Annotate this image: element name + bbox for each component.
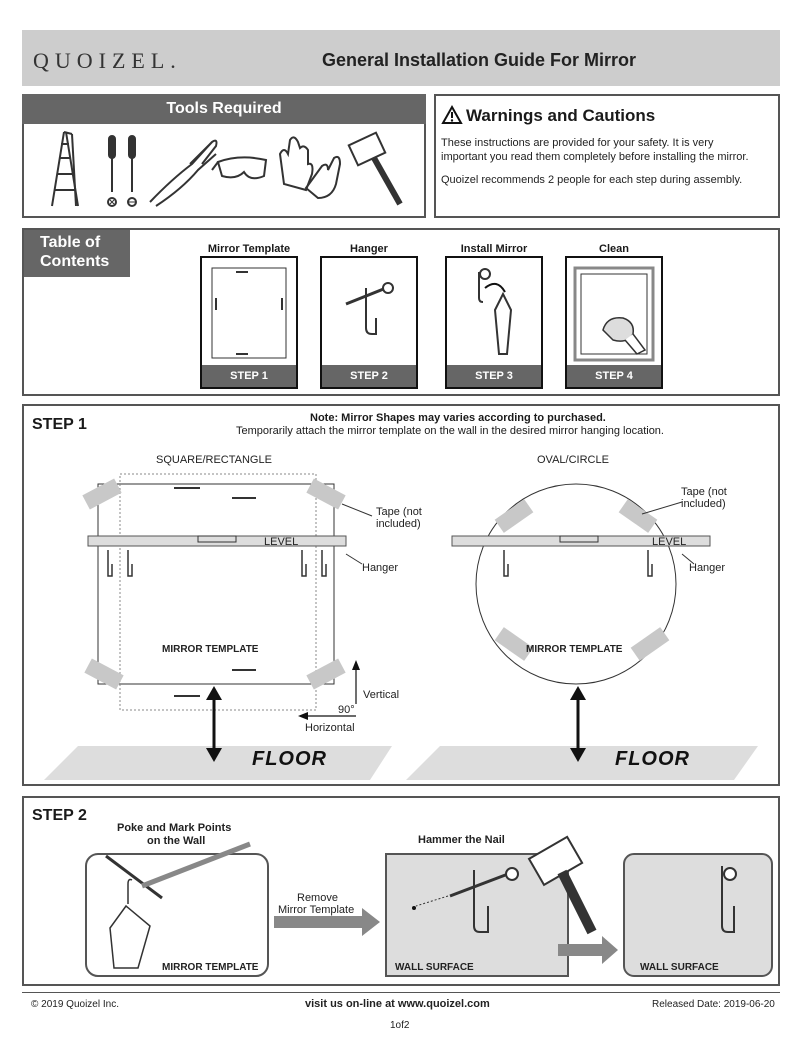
panel1-label: MIRROR TEMPLATE bbox=[162, 962, 259, 973]
toc-title: Table of Contents bbox=[24, 230, 130, 277]
rect-hanger-label: Hanger bbox=[362, 562, 399, 574]
step1-panel bbox=[22, 404, 780, 786]
rect-tape-label-1: Tape (not bbox=[376, 506, 422, 518]
remove-label-2: Mirror Template bbox=[278, 904, 355, 916]
warnings-panel bbox=[434, 94, 780, 218]
floor-right bbox=[406, 746, 758, 780]
ladder-icon bbox=[51, 131, 79, 207]
floor-left bbox=[44, 746, 392, 780]
step1-illustration bbox=[44, 473, 758, 780]
copyright: © 2019 Quoizel Inc. bbox=[31, 999, 119, 1010]
tools-title: Tools Required bbox=[22, 94, 426, 124]
brand-logo: QUOIZEL. bbox=[33, 48, 182, 73]
warnings-text-2: important you read them completely befor… bbox=[441, 151, 749, 163]
gloves-icon bbox=[278, 136, 342, 200]
copyright-symbol: © bbox=[31, 999, 39, 1010]
toc-card-3[interactable]: STEP 3 bbox=[445, 256, 543, 389]
toc-card-step-3: STEP 3 bbox=[447, 365, 541, 387]
toc-card-4[interactable]: STEP 4 bbox=[565, 256, 663, 389]
remove-label-1: Remove bbox=[297, 892, 338, 904]
step2-illustration bbox=[85, 835, 773, 977]
toc-card-label-2: Hanger bbox=[350, 243, 388, 255]
toc-card-step-1: STEP 1 bbox=[202, 365, 296, 387]
toc-card-step-4: STEP 4 bbox=[567, 365, 661, 387]
hammer-icon bbox=[347, 131, 403, 206]
warnings-text-3: Quoizel recommends 2 people for each ste… bbox=[441, 174, 743, 186]
toc-card-label-1: Mirror Template bbox=[207, 243, 291, 255]
template-thumb bbox=[211, 267, 287, 359]
step2-heading: STEP 2 bbox=[32, 807, 87, 824]
vertical-label: Vertical bbox=[363, 689, 400, 701]
oval-level-label: LEVEL bbox=[652, 536, 687, 548]
step1-heading: STEP 1 bbox=[32, 416, 87, 433]
toc-card-step-2: STEP 2 bbox=[322, 365, 416, 387]
clean-thumb bbox=[573, 266, 655, 362]
page-title: General Installation Guide For Mirror bbox=[322, 50, 637, 70]
website-link[interactable]: visit us on-line at www.quoizel.com bbox=[305, 998, 490, 1010]
rect-template-label: MIRROR TEMPLATE bbox=[162, 644, 259, 655]
toc-title-line1: Table of bbox=[40, 234, 101, 251]
page-number: 1of2 bbox=[390, 1020, 410, 1031]
warning-triangle-icon bbox=[441, 104, 463, 124]
oval-template-label: MIRROR TEMPLATE bbox=[526, 644, 623, 655]
floor-right-label: FLOOR bbox=[615, 748, 690, 770]
poke-label-1: Poke and Mark Points bbox=[117, 822, 232, 834]
toc-title-line2: Contents bbox=[40, 253, 110, 270]
rect-tape-label-2: included) bbox=[376, 518, 421, 530]
copyright-text: 2019 Quoizel Inc. bbox=[41, 999, 119, 1010]
toc-card-label-4: Clean bbox=[599, 243, 629, 255]
step1-note-bold: Note: Mirror Shapes may varies according… bbox=[310, 412, 606, 424]
warnings-text-1: These instructions are provided for your… bbox=[441, 137, 714, 149]
hanger-thumb bbox=[345, 282, 394, 335]
toc-card-label-3: Install Mirror bbox=[460, 243, 528, 255]
release-date: Released Date: 2019-06-20 bbox=[652, 999, 775, 1010]
screwdriver-icon bbox=[107, 135, 137, 207]
footer-rule bbox=[22, 992, 780, 993]
poke-label-2: on the Wall bbox=[147, 835, 206, 847]
install-mirror-thumb bbox=[478, 268, 513, 355]
hammer-label: Hammer the Nail bbox=[418, 834, 505, 846]
warnings-title: Warnings and Cautions bbox=[466, 106, 656, 125]
horizontal-label: Horizontal bbox=[305, 722, 355, 734]
header-bar bbox=[22, 30, 780, 86]
oval-tape-label-2: included) bbox=[681, 498, 726, 510]
oval-hanger-label: Hanger bbox=[689, 562, 726, 574]
panel3-label: WALL SURFACE bbox=[640, 962, 719, 973]
floor-left-label: FLOOR bbox=[252, 748, 327, 770]
rect-shape-label: SQUARE/RECTANGLE bbox=[156, 454, 272, 466]
toc-card-2[interactable]: STEP 2 bbox=[320, 256, 418, 389]
toc-card-1[interactable]: STEP 1 bbox=[200, 256, 298, 389]
panel2-label: WALL SURFACE bbox=[395, 962, 474, 973]
angle-label: 90° bbox=[338, 704, 355, 716]
step1-note: Temporarily attach the mirror template o… bbox=[236, 425, 664, 437]
safety-glasses-icon bbox=[211, 156, 268, 180]
rect-level-label: LEVEL bbox=[264, 536, 299, 548]
oval-tape-label-1: Tape (not bbox=[681, 486, 727, 498]
pliers-icon bbox=[149, 139, 218, 207]
oval-shape-label: OVAL/CIRCLE bbox=[537, 454, 609, 466]
tools-illustration bbox=[51, 131, 403, 207]
